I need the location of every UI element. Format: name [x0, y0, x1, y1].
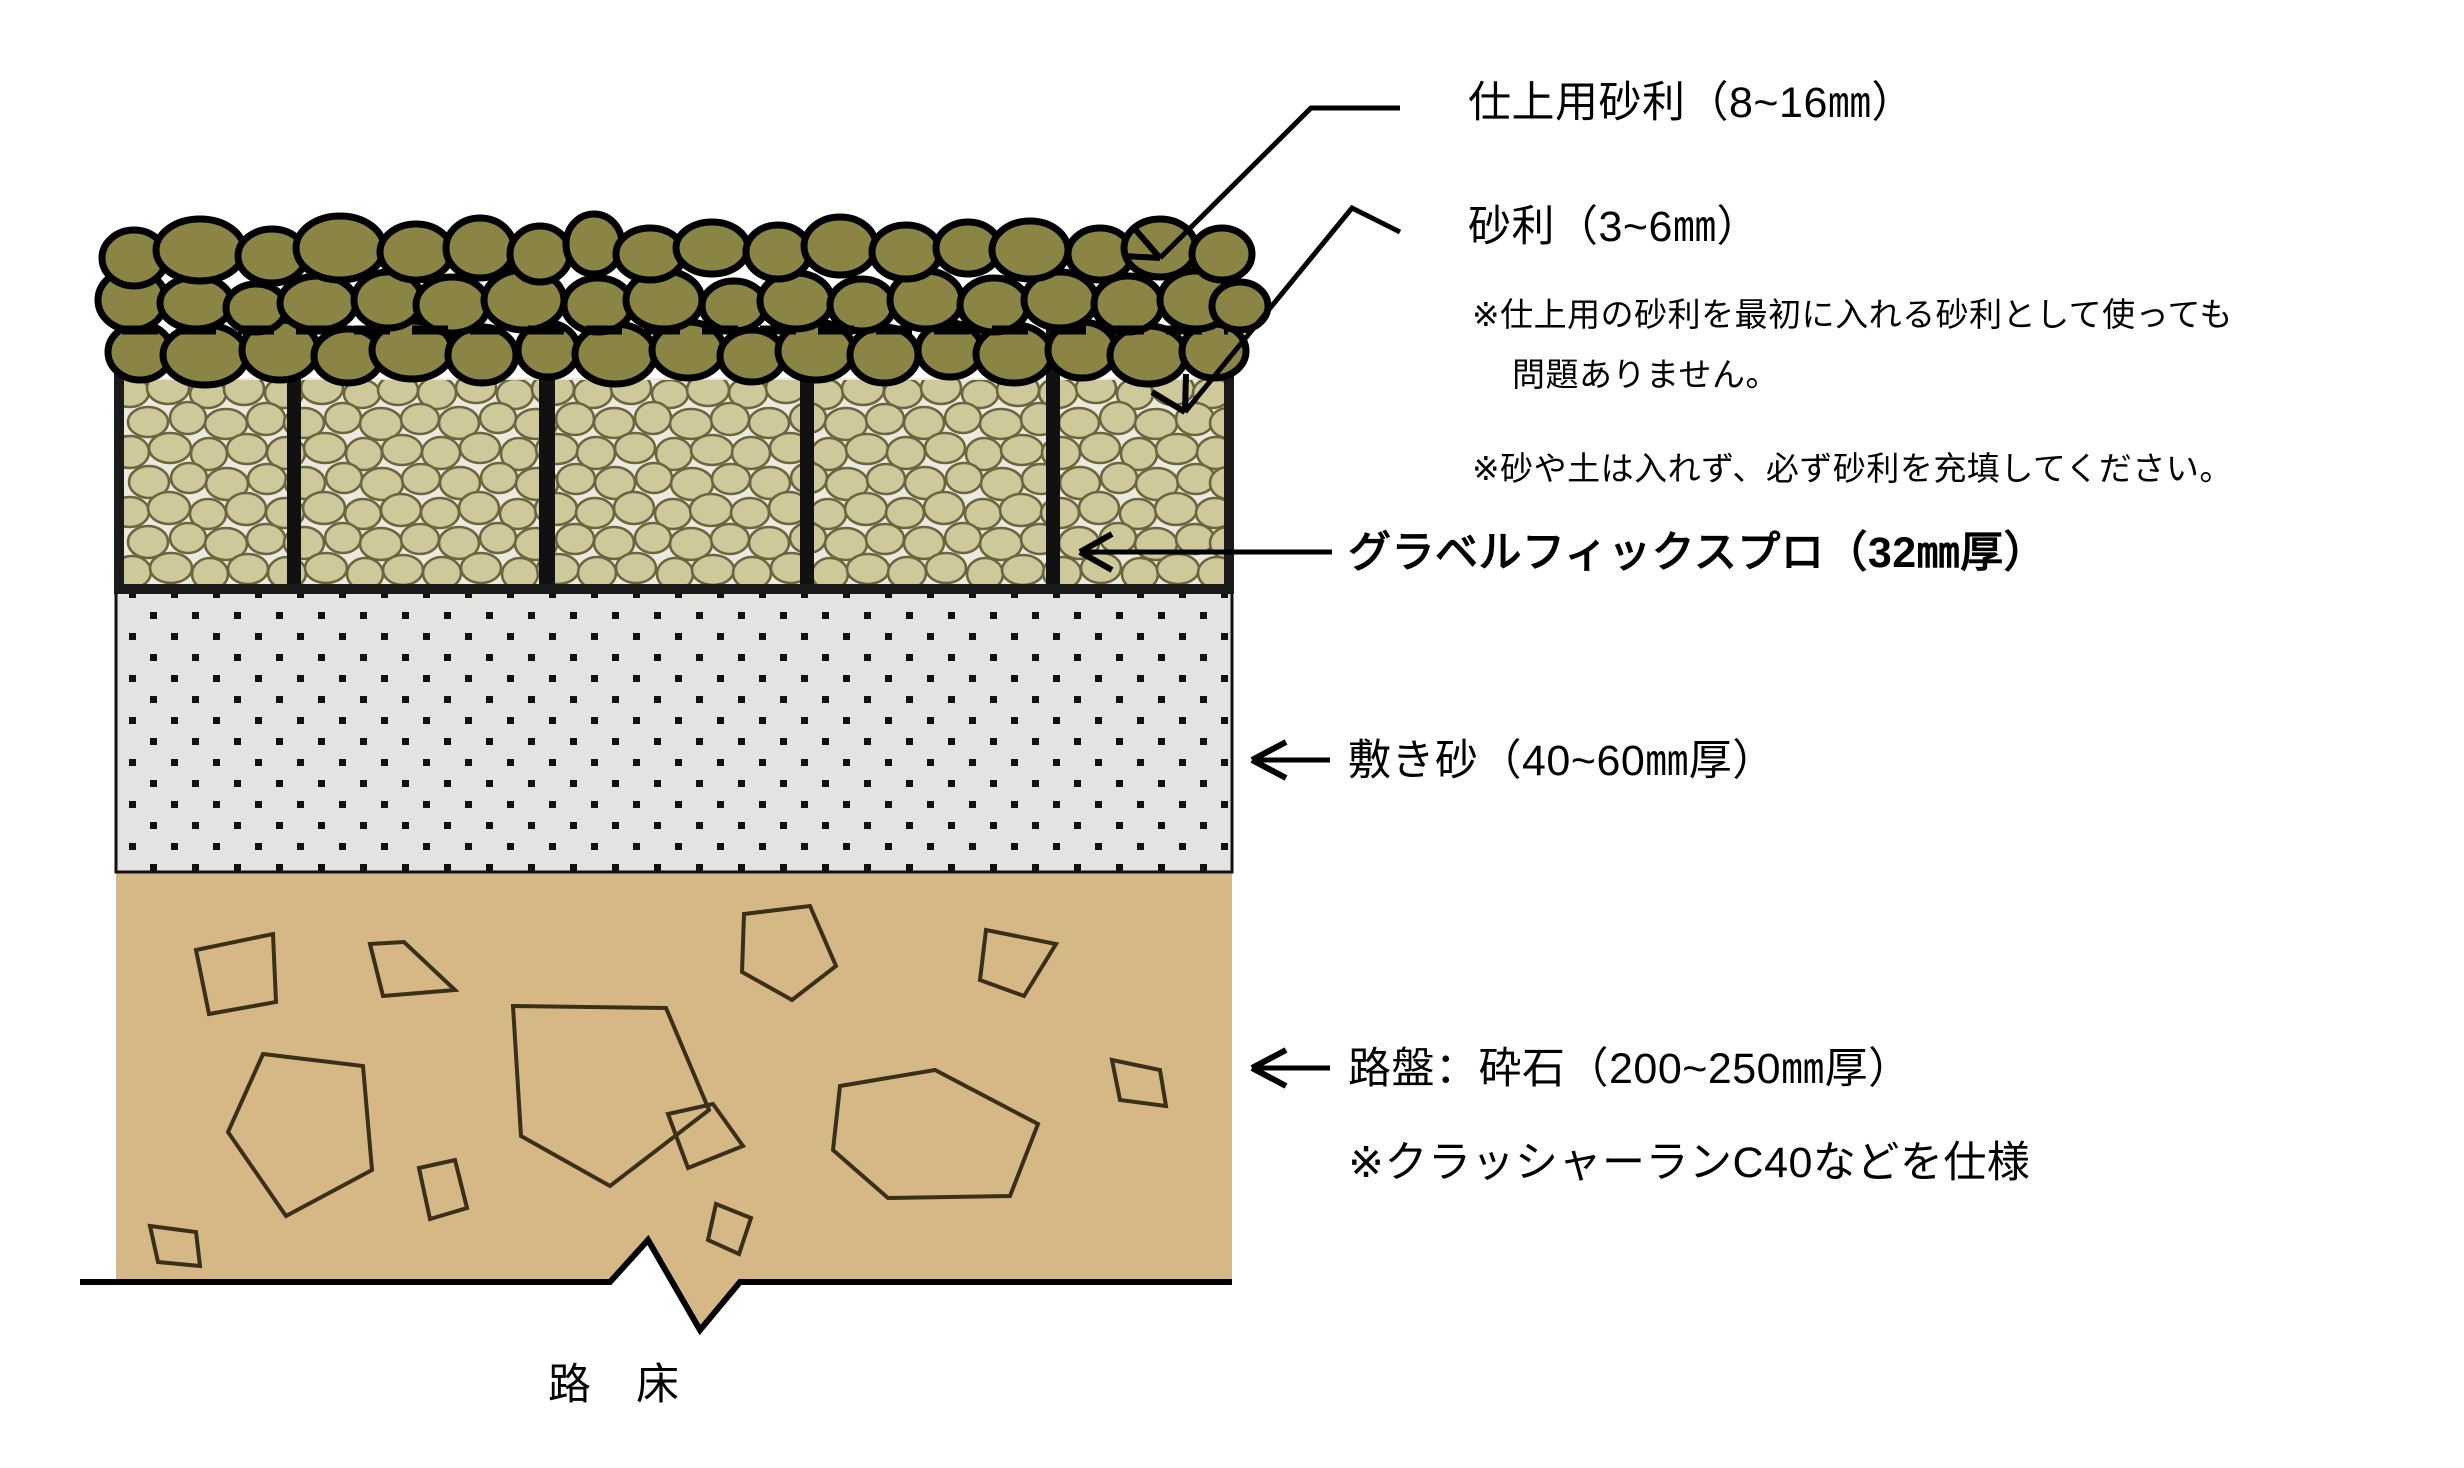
- gravel-fill-layer: [116, 378, 1232, 594]
- arrowhead-bedding-sand: [1250, 739, 1288, 781]
- label-subgrade: 路 床: [548, 1361, 680, 1409]
- arrowhead-base-course: [1250, 1047, 1288, 1089]
- label-base-course: 路盤：砕石（200~250㎜厚）: [1348, 1045, 1912, 1093]
- note-gravel-line-2: 問題ありません。: [1512, 356, 1780, 393]
- arrowhead-gravel: [1150, 373, 1189, 415]
- crushed-stone-shapes: [147, 903, 1169, 1269]
- gravel-fix-pro-grid: [114, 312, 1234, 594]
- label-bedding-sand: 敷き砂（40~60㎜厚）: [1348, 737, 1776, 785]
- arrowhead-finishing-gravel: [1123, 226, 1163, 261]
- leader-finishing-gravel: [1158, 105, 1400, 260]
- grid-wall: [800, 320, 814, 594]
- arrowhead-product: [1078, 531, 1114, 573]
- note-base-course: ※クラッシャーランC40などを仕様: [1348, 1139, 2031, 1187]
- grid-wall: [1046, 320, 1060, 594]
- grid-wall: [539, 312, 555, 594]
- label-finishing-gravel: 仕上用砂利（8~16㎜）: [1468, 79, 1915, 127]
- subgrade-break-line: [80, 1234, 1232, 1336]
- label-gravel: 砂利（3~6㎜）: [1468, 203, 1760, 251]
- finishing-gravel-layer: [94, 210, 1272, 389]
- base-course-layer: [80, 872, 1232, 1336]
- leader-lines: [1078, 105, 1402, 1089]
- label-gravel-fix-pro: グラベルフィックスプロ（32㎜厚）: [1348, 529, 2048, 577]
- leader-gravel: [1183, 204, 1402, 414]
- note-gravel-line-1: ※仕上用の砂利を最初に入れる砂利として使っても: [1472, 296, 2233, 333]
- bedding-sand-layer: [114, 590, 1234, 874]
- note-gravel-line-3: ※砂や土は入れず、必ず砂利を充填してください。: [1472, 450, 2233, 487]
- grid-wall: [287, 320, 301, 594]
